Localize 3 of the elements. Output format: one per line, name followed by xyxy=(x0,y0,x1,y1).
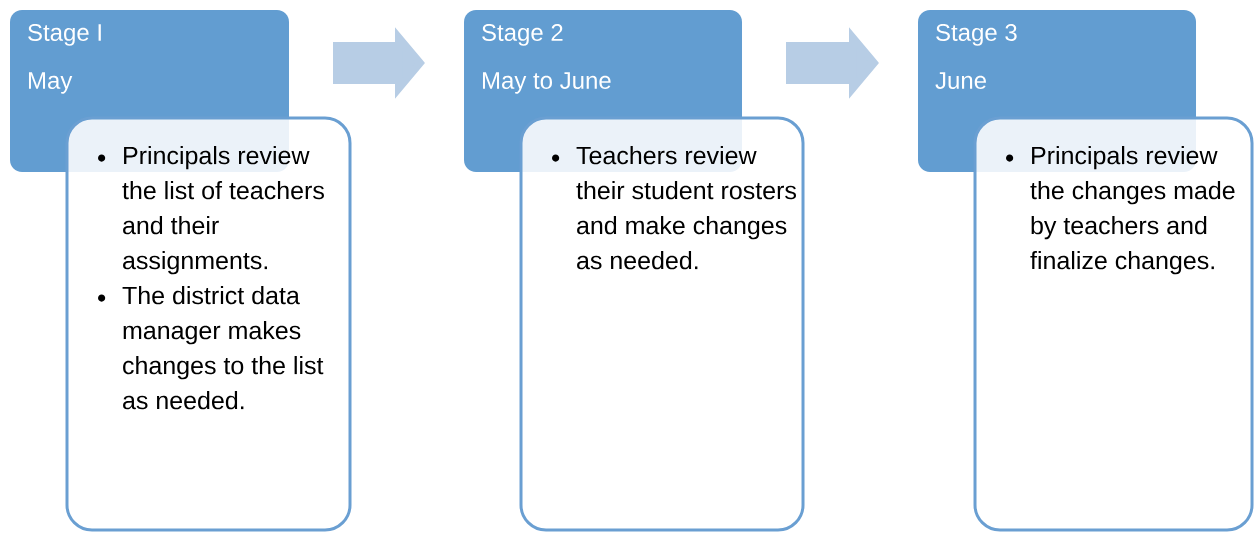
bullet-card: Teachers review their student rosters and make changes as needed. xyxy=(519,116,805,532)
bullet-card: Principals review the changes made by teachers and finalize changes. xyxy=(973,116,1254,532)
bullet-card: Principals review the list of teachers and their assignments. The district data manager makes changes to the list as needed. xyxy=(65,116,352,532)
